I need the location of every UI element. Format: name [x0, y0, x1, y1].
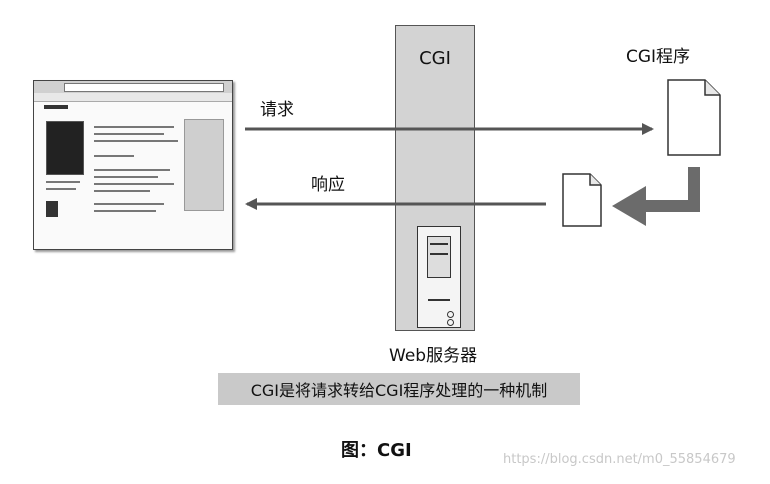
text-line [94, 140, 178, 142]
cgi-program-label: CGI程序 [626, 47, 691, 67]
browser-address-bar [64, 83, 224, 92]
output-document-icon [562, 173, 602, 227]
browser-toolbar [34, 93, 232, 102]
text-line [94, 210, 156, 212]
text-line [94, 190, 150, 192]
status-led [447, 319, 454, 326]
text-line [46, 181, 80, 183]
watermark-text: https://blog.csdn.net/m0_55854679 [503, 452, 736, 467]
cgi-program-document-icon [667, 79, 721, 156]
web-server-caption: Web服务器 [389, 346, 478, 366]
text-line [94, 183, 174, 185]
text-line [46, 188, 76, 190]
caption-text: CGI是将请求转给CGI程序处理的一种机制 [250, 381, 548, 400]
server-tower-icon [417, 226, 461, 328]
site-logo [44, 105, 68, 109]
drive-bay [427, 236, 451, 278]
sidebar-panel [184, 119, 224, 211]
browser-window-thumbnail [33, 80, 233, 250]
server-cgi-label: CGI [419, 48, 451, 69]
text-line [94, 126, 174, 128]
response-label: 响应 [311, 175, 345, 195]
text-line [94, 155, 134, 157]
text-line [94, 133, 164, 135]
text-line [94, 169, 170, 171]
text-line [94, 203, 164, 205]
book-cover-image [46, 121, 84, 175]
power-led [447, 311, 454, 318]
request-label: 请求 [260, 100, 294, 120]
text-line [94, 176, 158, 178]
drive-slot [428, 299, 450, 301]
caption-box: CGI是将请求转给CGI程序处理的一种机制 [218, 373, 580, 405]
figure-title: 图：CGI [341, 440, 412, 461]
program-output-arrow [612, 167, 700, 226]
product-thumbnail [46, 201, 58, 217]
